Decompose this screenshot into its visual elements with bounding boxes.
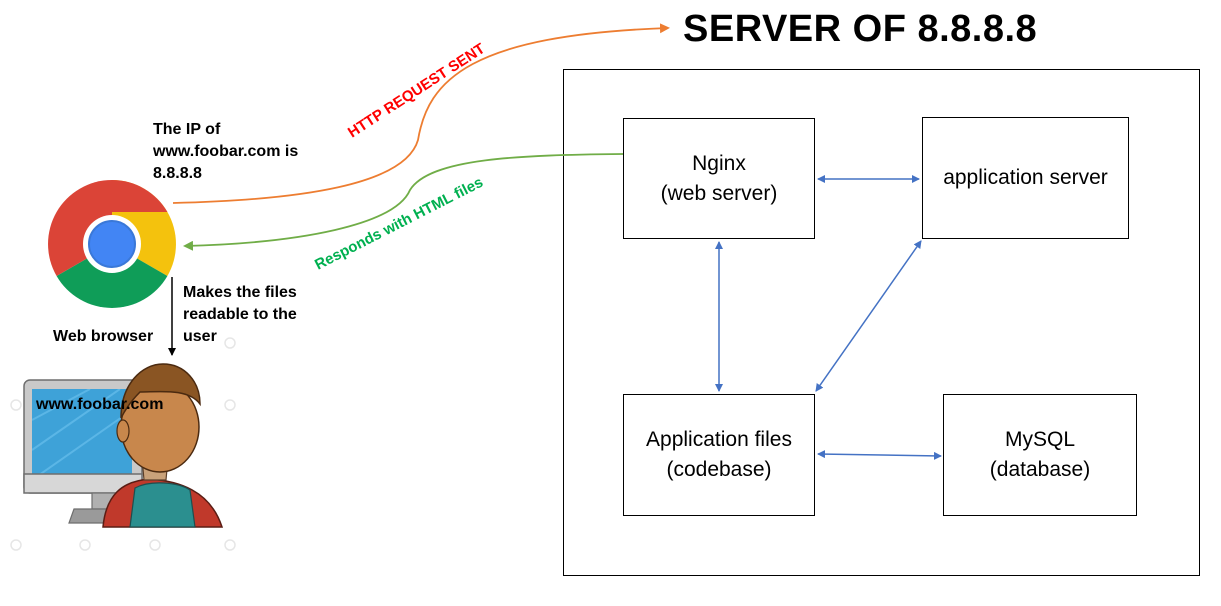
screen-url-text: www.foobar.com — [36, 396, 164, 413]
ip-note-line: www.foobar.com is — [153, 143, 299, 160]
ip-note-line: The IP of — [153, 121, 221, 138]
nginx-name: Nginx — [692, 151, 746, 175]
application-server-box: application server — [922, 117, 1129, 239]
html-response-arrow — [183, 153, 624, 251]
files-note-line: user — [183, 328, 217, 345]
diagram-title: SERVER OF 8.8.8.8 — [683, 8, 1038, 50]
chrome-browser-icon — [48, 180, 176, 308]
mysql-box: MySQL (database) — [943, 394, 1137, 516]
server-frame — [563, 69, 1200, 576]
files-note-line: Makes the files — [183, 284, 297, 301]
response-label: Responds with HTML files — [312, 174, 486, 274]
http-request-arrow — [172, 23, 670, 204]
http-request-label: HTTP REQUEST SENT — [345, 40, 488, 141]
user-person-icon — [102, 363, 224, 528]
files-note-line: readable to the — [183, 306, 297, 323]
watermark-marks — [10, 337, 236, 551]
desktop-computer-icon — [23, 379, 144, 524]
application-files-name: Application files — [646, 428, 792, 451]
web-browser-label: Web browser — [53, 328, 154, 345]
application-files-role: (codebase) — [666, 458, 772, 481]
files-readable-note: Makes the files readable to the user — [183, 282, 323, 348]
connector-files-mysql — [817, 450, 942, 460]
mysql-role: (database) — [989, 458, 1091, 481]
connector-files-appserver — [815, 240, 922, 392]
nginx-box: Nginx (web server) — [623, 118, 815, 239]
mysql-name: MySQL — [1004, 428, 1075, 451]
ip-resolution-note: The IP of www.foobar.com is 8.8.8.8 — [153, 119, 323, 185]
nginx-role: (web server) — [660, 181, 778, 205]
application-files-box: Application files (codebase) — [623, 394, 815, 516]
application-server-name: application server — [943, 166, 1108, 189]
ip-note-line: 8.8.8.8 — [153, 165, 202, 182]
